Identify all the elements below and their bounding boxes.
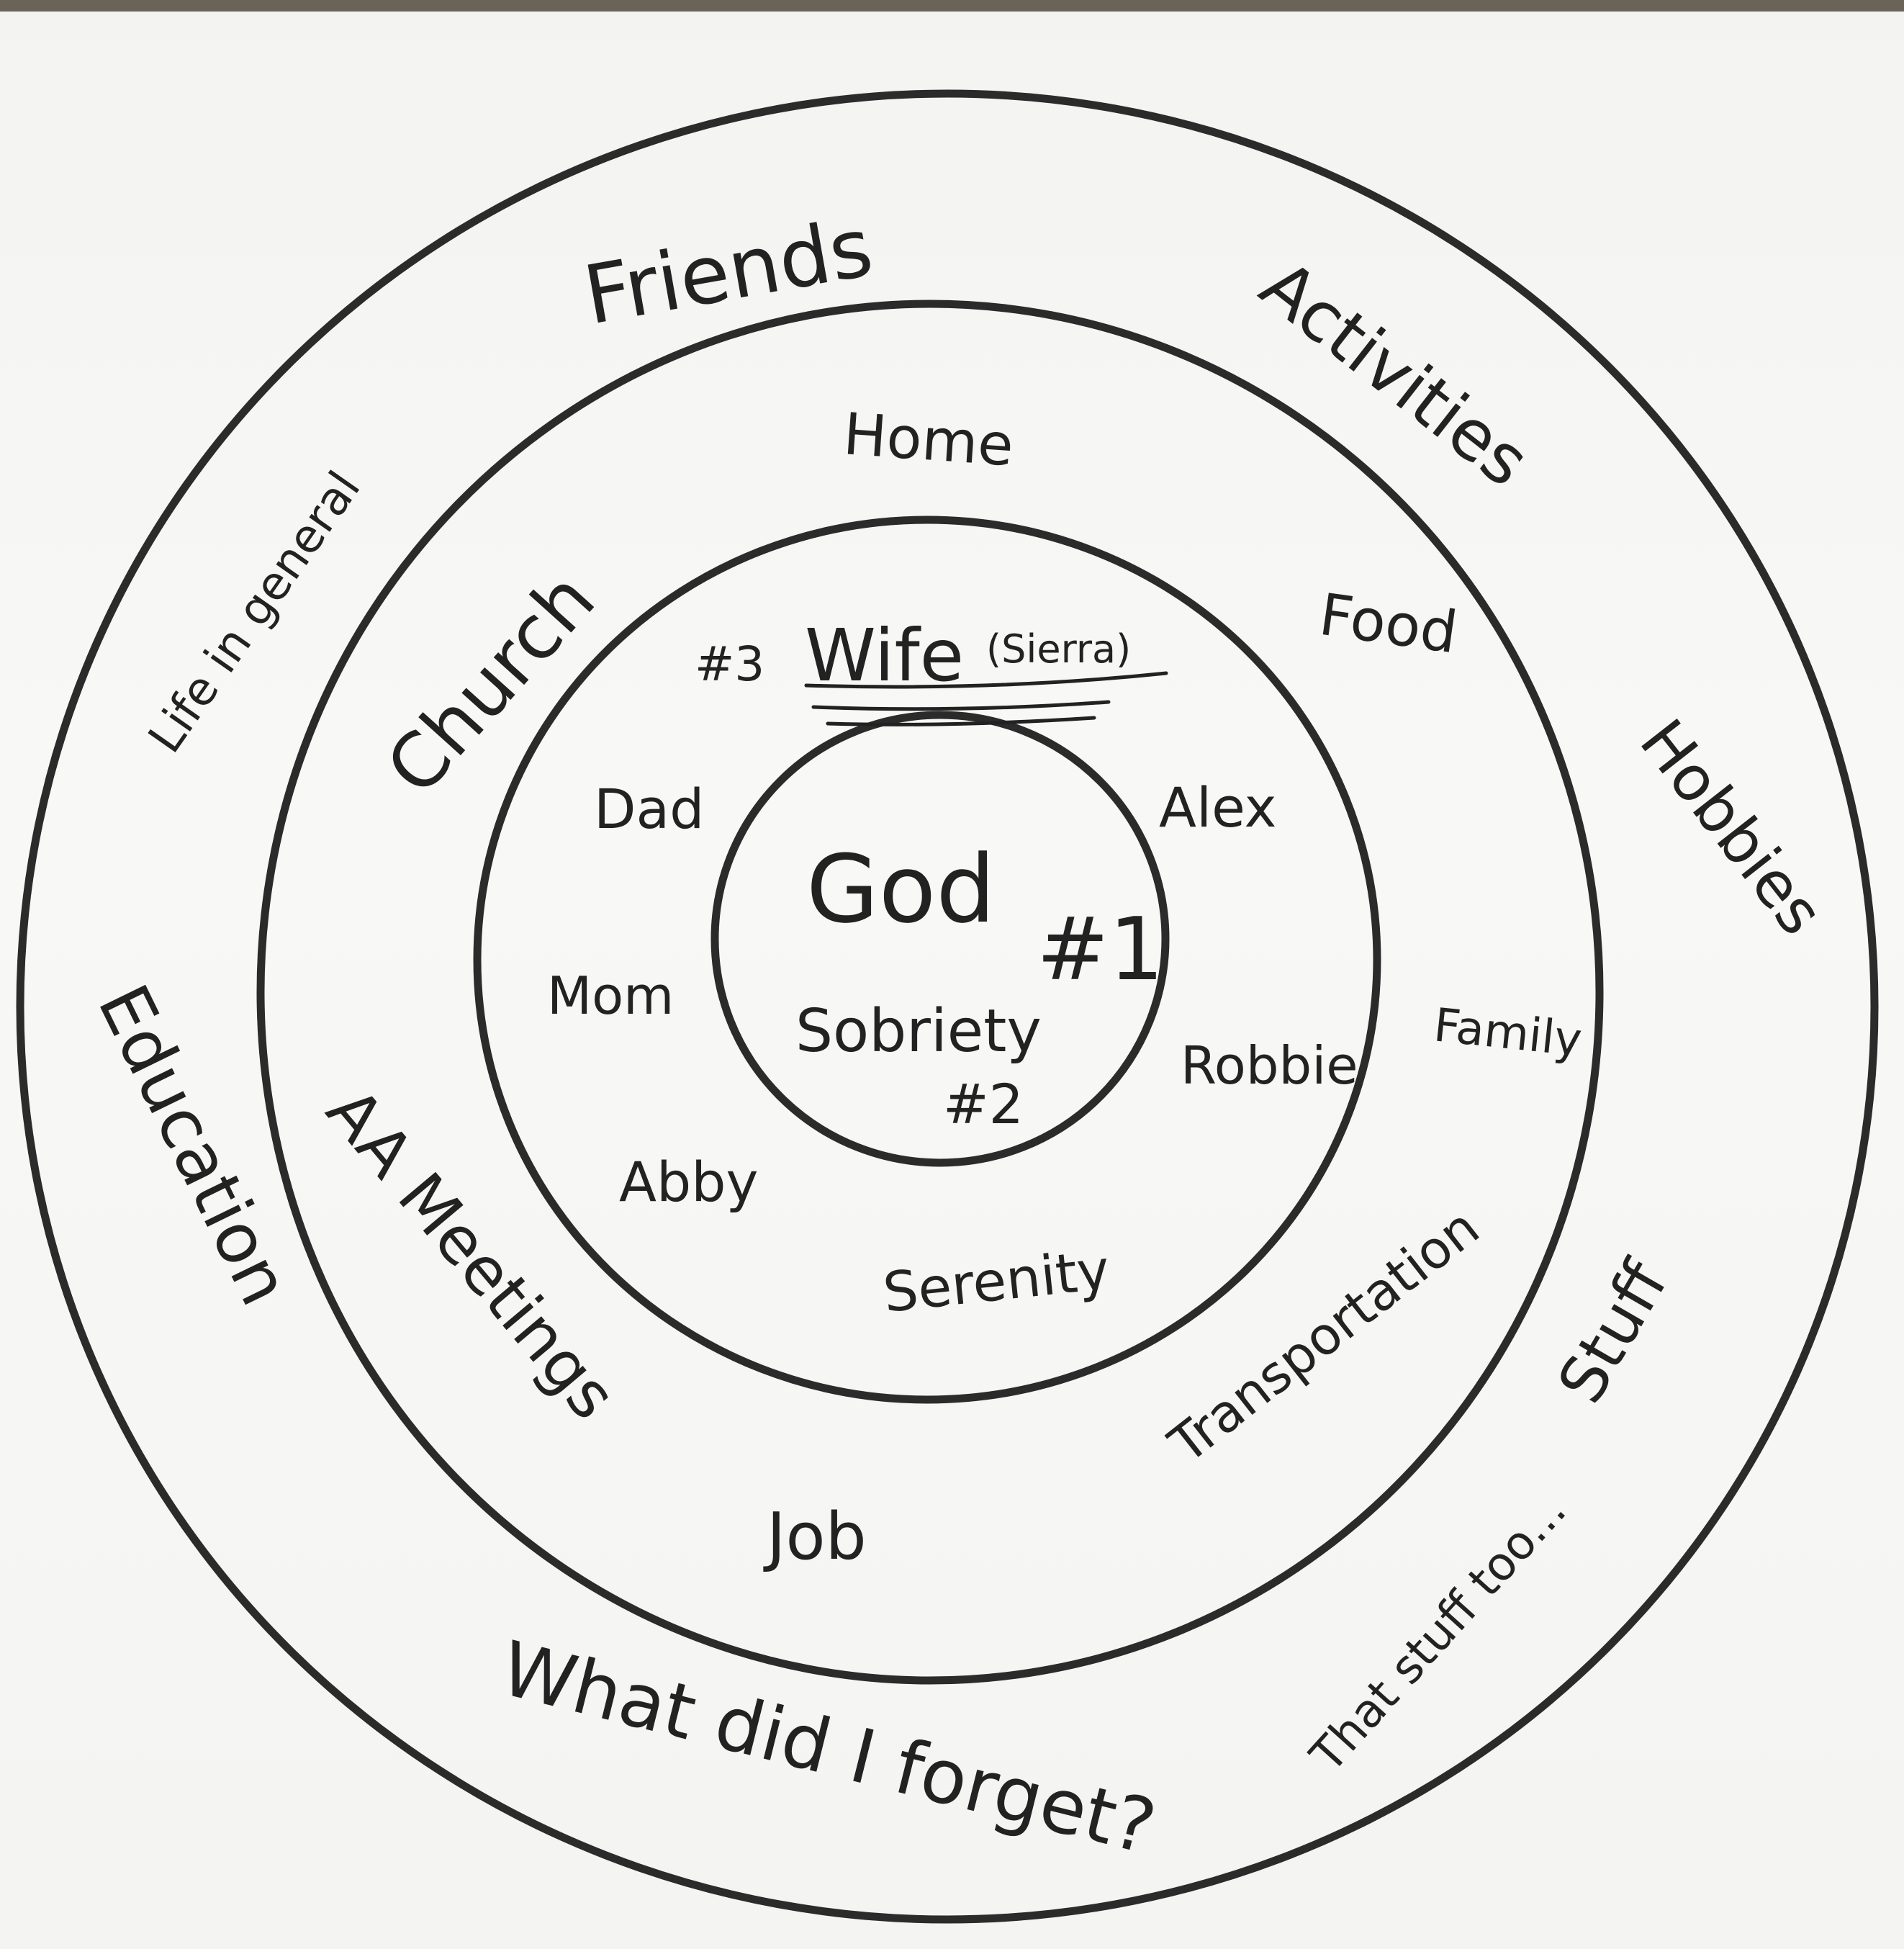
- label-priority-3: #3: [695, 636, 764, 692]
- middle-ring: [256, 300, 1604, 1685]
- label-sierra: (Sierra): [986, 626, 1131, 672]
- label-priority-2: #2: [943, 1072, 1024, 1136]
- label-stuff: Stuff: [1543, 1248, 1683, 1415]
- label-priority-1: #1: [1037, 900, 1164, 1000]
- outer-ring: [16, 89, 1879, 1924]
- label-robbie: Robbie: [1181, 1035, 1358, 1096]
- wife-underline-3: [826, 716, 1096, 726]
- wife-underline-1: [804, 671, 1168, 689]
- label-hobbies: Hobbies: [1625, 706, 1836, 948]
- label-alex: Alex: [1159, 775, 1277, 840]
- label-home: Home: [842, 400, 1016, 479]
- label-god: God: [806, 834, 996, 944]
- label-education: Education: [82, 973, 305, 1318]
- label-aa-meetings: AA Meetings: [312, 1074, 631, 1434]
- label-serenity: Serenity: [880, 1237, 1113, 1324]
- label-family: Family: [1431, 999, 1584, 1067]
- label-mom: Mom: [547, 966, 674, 1026]
- center-ring: [710, 711, 1170, 1167]
- wife-underline-2: [811, 700, 1111, 711]
- label-job: Job: [763, 1499, 867, 1575]
- label-dad: Dad: [594, 777, 704, 841]
- label-sobriety: Sobriety: [795, 997, 1042, 1066]
- label-abby: Abby: [619, 1150, 758, 1214]
- label-activities: Activities: [1246, 245, 1544, 503]
- label-friends: Friends: [577, 201, 879, 343]
- label-wife: Wife: [805, 613, 964, 698]
- label-food: Food: [1315, 581, 1461, 667]
- label-that-stuff-too: That stuff too...: [1300, 1484, 1576, 1783]
- inner-ring: [473, 516, 1381, 1404]
- label-what-did-i-forget: What did I forget?: [492, 1624, 1164, 1872]
